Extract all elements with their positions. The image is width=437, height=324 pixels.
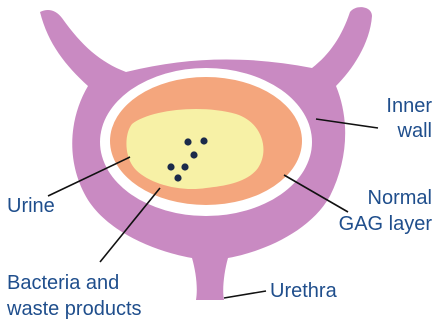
label-bacteria-line2: waste products: [6, 298, 142, 320]
leader-line-urethra: [224, 291, 266, 298]
label-bacteria-line1: Bacteria and: [7, 272, 119, 294]
bacterium: [184, 138, 191, 145]
label-inner-wall-line1: Inner: [386, 95, 432, 117]
bacterium: [174, 174, 181, 181]
bacterium: [200, 137, 207, 144]
label-gag-line2: GAG layer: [339, 213, 433, 235]
bacterium: [190, 151, 197, 158]
bacterium: [167, 163, 174, 170]
label-urine: Urine: [7, 195, 55, 217]
label-gag-line1: Normal: [368, 187, 432, 209]
label-urethra: Urethra: [270, 280, 338, 302]
label-inner-wall-line2: wall: [397, 120, 432, 142]
urine-pool: [126, 109, 263, 189]
bacterium: [181, 163, 188, 170]
